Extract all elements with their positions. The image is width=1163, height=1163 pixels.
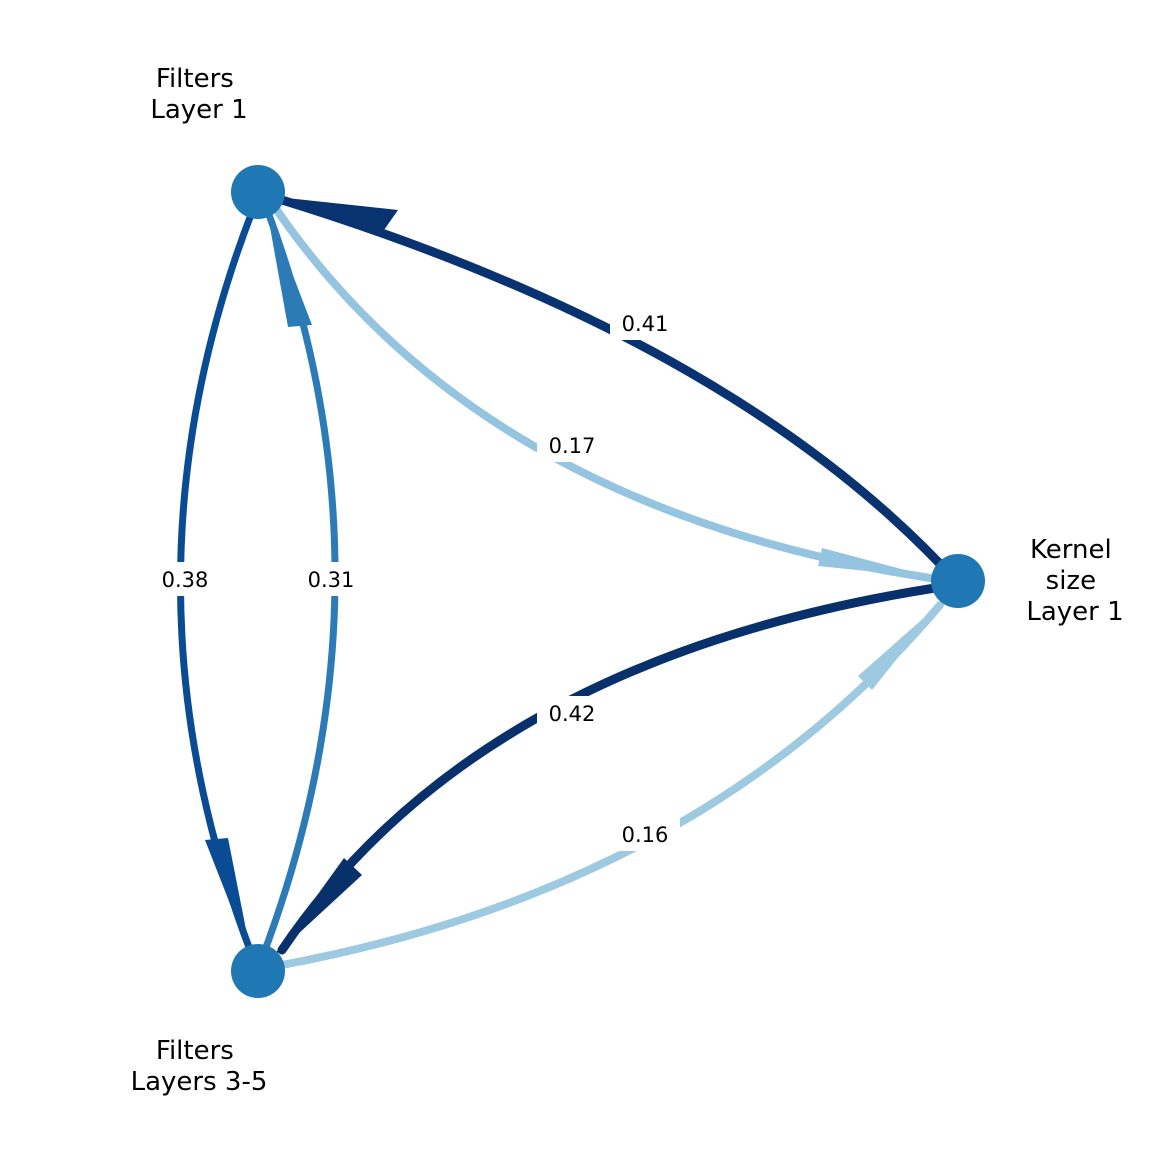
edge-filters-l35-to-kernel: 0.16 [278,600,944,969]
edge-kernel-to-filters-l1: 0.41 [268,195,962,587]
node-label: Filters Layer 1 [150,64,247,125]
edge-kernel-to-filters-l35: 0.42 [272,583,940,958]
edge-path [266,196,934,582]
edge-label-bg [150,562,220,596]
edge-filters-l1-to-kernel: 0.17 [266,196,935,582]
edge-label-bg [537,696,607,730]
node-label-line: Filters [156,1036,234,1066]
edge-weight-label: 0.42 [549,702,596,726]
edge-weight-label: 0.17 [549,434,596,458]
node-label: Filters Layers 3-5 [131,1036,268,1097]
edge-path [278,601,944,969]
node-kernel-size-layer-1: Kernel size Layer 1 [931,535,1124,627]
node-label-line: Kernel [1030,535,1112,565]
edge-filters-l35-to-filters-l1: 0.31 [258,205,366,962]
edge-arrowhead [858,600,944,690]
edge-arrowhead [818,548,935,578]
edge-path [277,583,940,955]
edge-arrowhead [205,838,252,960]
node-filters-layers-3-5: Filters Layers 3-5 [131,944,285,1097]
node-label-line: Layer 1 [150,95,247,125]
edge-filters-l1-to-filters-l35: 0.38 [150,208,256,960]
edge-path [277,195,962,587]
node-label-line: Filters [156,64,234,94]
node-label-line: Layer 1 [1026,597,1123,627]
node-circle [931,554,985,608]
node-circle [231,165,285,219]
edge-weight-label: 0.16 [622,823,669,847]
edge-weight-label: 0.38 [162,568,209,592]
node-label-line: Layers 3-5 [131,1067,268,1097]
edge-weight-label: 0.31 [308,568,355,592]
node-label-line: size [1046,566,1096,596]
edge-weight-label: 0.41 [622,312,669,336]
edges: 0.41 0.17 0.38 0.31 0.42 [150,195,962,969]
edge-label-bg [296,562,366,596]
edge-arrowhead [266,205,312,327]
node-filters-layer-1: Filters Layer 1 [150,64,285,219]
edge-label-bg [537,428,607,462]
edge-arrowhead [268,196,398,230]
edge-arrowhead [272,858,362,958]
node-label: Kernel size Layer 1 [1026,535,1123,627]
edge-label-bg [610,817,680,851]
nodes: Filters Layer 1 Kernel size Layer 1 Filt… [131,64,1124,1097]
node-circle [231,944,285,998]
edge-label-bg [610,306,680,340]
